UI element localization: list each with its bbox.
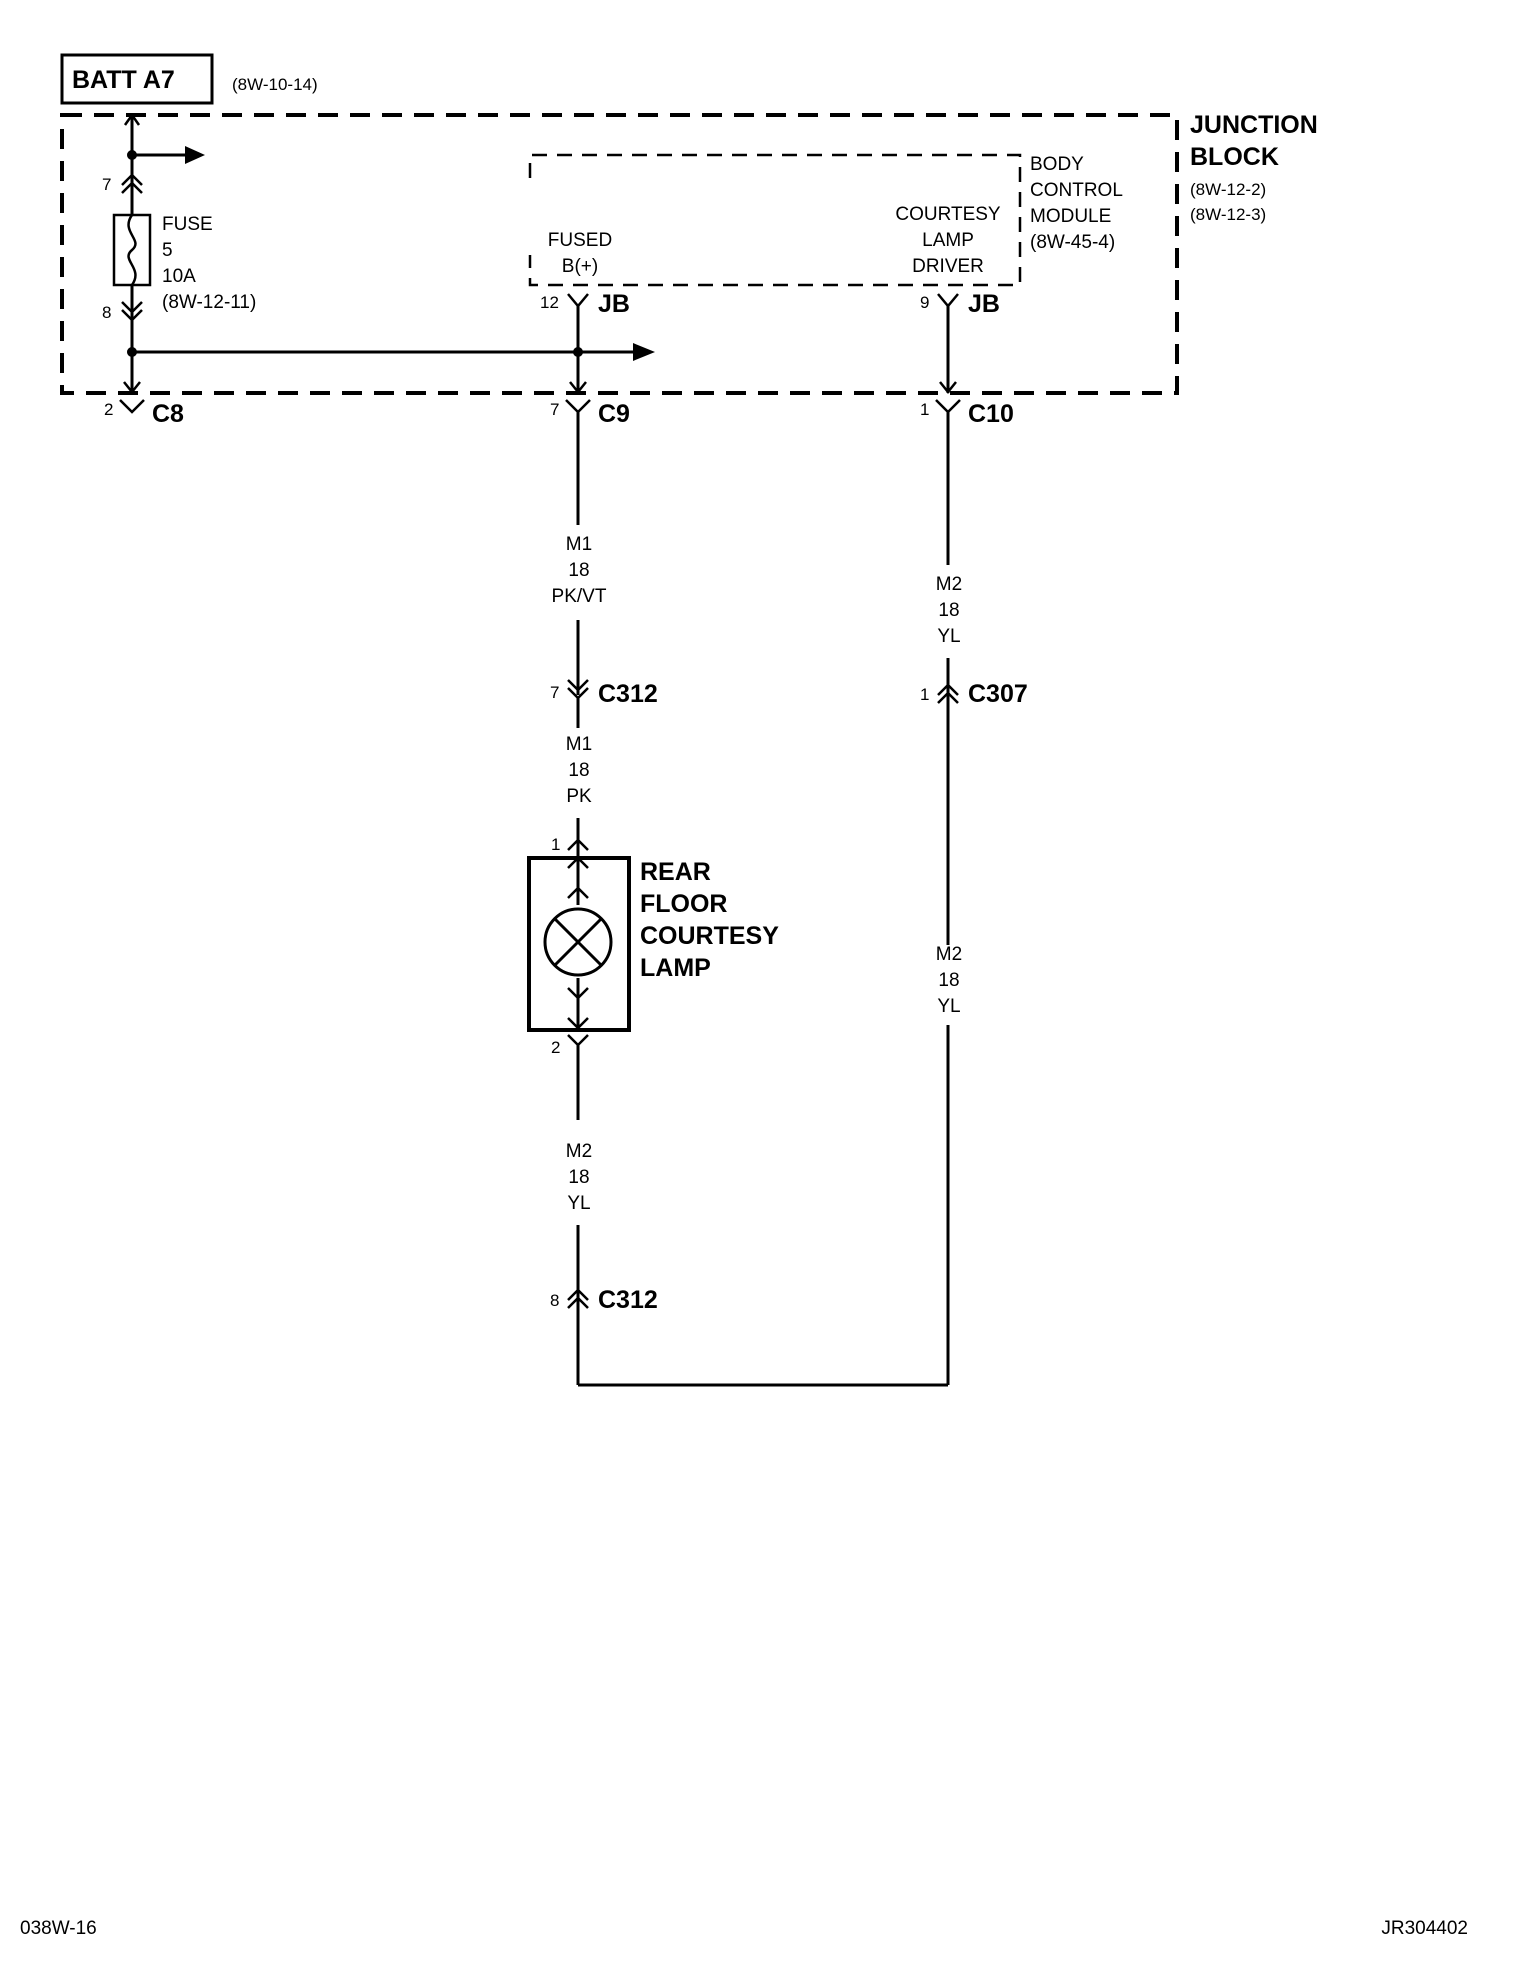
c8-name: C8 (152, 400, 184, 428)
connector-c8-symbol (119, 399, 145, 414)
lamp-label-3: COURTESY (640, 922, 779, 950)
wire1-gauge: 18 (568, 560, 589, 581)
bcm-label-1: BODY (1030, 154, 1084, 175)
lamp-label-1: REAR (640, 858, 711, 886)
c312-bottom-name: C312 (598, 1286, 658, 1314)
fused-b-pin: 12 (540, 293, 559, 312)
c312-bottom-pin: 8 (550, 1291, 559, 1310)
c312-top-pin: 7 (550, 683, 559, 702)
wire2-gauge: 18 (568, 760, 589, 781)
c8-pin: 2 (104, 400, 113, 419)
wire5-color: YL (567, 1193, 590, 1214)
c307-name: C307 (968, 680, 1028, 708)
source-label: BATT A7 (72, 66, 175, 94)
wire2-color: PK (566, 786, 592, 807)
fused-b-label-2: B(+) (562, 256, 598, 277)
connector-c9-symbol (565, 399, 591, 414)
driver-label-1: COURTESY (895, 204, 1001, 225)
junction-block-ref-1: (8W-12-2) (1190, 180, 1266, 199)
fuse-ref: (8W-12-11) (162, 292, 256, 313)
c9-pin: 7 (550, 400, 559, 419)
fused-b-label-1: FUSED (548, 230, 612, 251)
junction-block-title-2: BLOCK (1190, 143, 1279, 171)
wire2-circuit: M1 (566, 734, 592, 755)
fuse-label: FUSE (162, 214, 213, 235)
jb-pin-9-symbol (937, 293, 959, 308)
connector-c307-symbol (937, 683, 959, 696)
bcm-label-2: CONTROL (1030, 180, 1123, 201)
junction-block-outline (60, 113, 1179, 395)
wire4-gauge: 18 (938, 970, 959, 991)
wire5-gauge: 18 (568, 1167, 589, 1188)
footer-left: 038W-16 (20, 1918, 97, 1939)
lamp-pin-bottom: 2 (551, 1038, 560, 1057)
wire4-color: YL (937, 996, 960, 1017)
bcm-label-3: MODULE (1030, 206, 1111, 227)
footer-right: JR304402 (1381, 1918, 1468, 1939)
lamp-pin-top: 1 (551, 835, 560, 854)
fuse-pin-out: 8 (102, 303, 111, 322)
connector-c10-symbol (935, 399, 961, 414)
driver-label-3: DRIVER (912, 256, 984, 277)
fuse-pin-in: 7 (102, 175, 111, 194)
driver-conn: JB (968, 290, 1000, 318)
fuse-number: 5 (162, 240, 173, 261)
wire5-circuit: M2 (566, 1141, 592, 1162)
jb-pin-12-symbol (567, 293, 589, 308)
wire3-gauge: 18 (938, 600, 959, 621)
c307-pin: 1 (920, 685, 929, 704)
arrow-right-icon (185, 146, 205, 164)
lamp-label-4: LAMP (640, 954, 711, 982)
c10-name: C10 (968, 400, 1014, 428)
fused-b-conn: JB (598, 290, 630, 318)
source-box (60, 53, 214, 105)
c9-name: C9 (598, 400, 630, 428)
wire3-color: YL (937, 626, 960, 647)
lamp-pin-1-symbol (567, 838, 589, 851)
fuse-rating: 10A (162, 266, 196, 287)
lamp-label-2: FLOOR (640, 890, 728, 918)
wire1-color: PK/VT (552, 586, 607, 607)
driver-pin: 9 (920, 293, 929, 312)
connector-c312-top-symbol (567, 679, 589, 692)
c312-top-name: C312 (598, 680, 658, 708)
wire1-circuit: M1 (566, 534, 592, 555)
wire4-circuit: M2 (936, 944, 962, 965)
fuse-element (127, 214, 137, 286)
source-ref: (8W-10-14) (232, 75, 318, 94)
bcm-outline (528, 153, 1022, 287)
junction-block-title-1: JUNCTION (1190, 111, 1318, 139)
bcm-ref: (8W-45-4) (1030, 232, 1115, 253)
arrow-right-icon (633, 343, 655, 361)
wire3-circuit: M2 (936, 574, 962, 595)
lamp-bulb-icon (543, 907, 613, 977)
lamp-pin-2-symbol (567, 1034, 589, 1047)
connector-c312-bottom-symbol (567, 1288, 589, 1301)
c10-pin: 1 (920, 400, 929, 419)
junction-block-ref-2: (8W-12-3) (1190, 205, 1266, 224)
driver-label-2: LAMP (922, 230, 974, 251)
